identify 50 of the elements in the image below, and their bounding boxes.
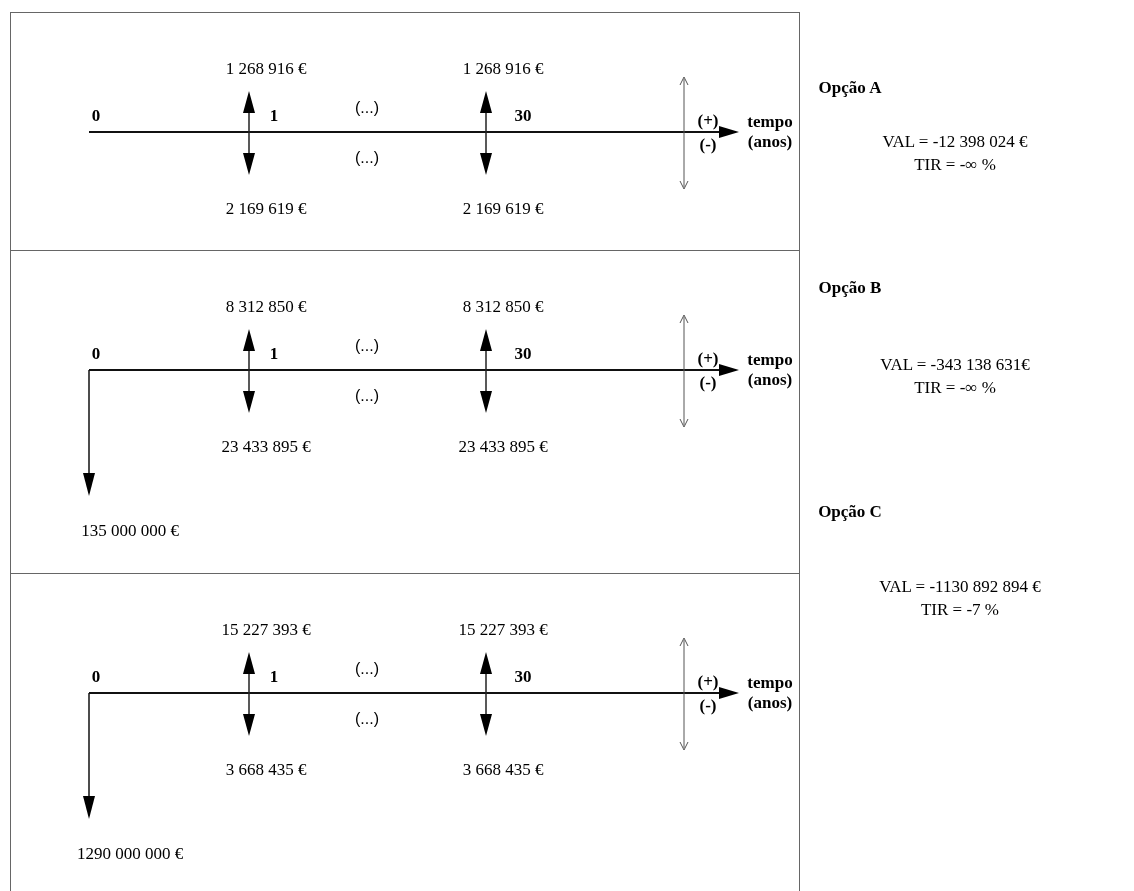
ellipsis-label: (...) (355, 148, 379, 168)
amount-label: 2 169 619 € (462, 199, 544, 219)
amount-label: 15 227 393 € (221, 620, 311, 640)
irr-value: TIR = -∞ % (914, 155, 996, 175)
irr-value: TIR = -∞ % (914, 378, 996, 398)
amount-label: 1 268 916 € (225, 59, 307, 79)
year-label: 1 (269, 106, 279, 126)
year-label: 30 (514, 106, 532, 126)
npv-value: VAL = -1130 892 894 € (879, 577, 1041, 597)
npv-value: VAL = -343 138 631€ (880, 355, 1030, 375)
ellipsis-label: (...) (355, 659, 379, 679)
amount-label: 23 433 895 € (458, 437, 548, 457)
panel-box (10, 12, 800, 251)
amount-label: 23 433 895 € (221, 437, 311, 457)
sign-label: (+) (697, 672, 719, 692)
option-title: Opção C (818, 502, 882, 522)
amount-label: 135 000 000 € (81, 521, 179, 541)
npv-value: VAL = -12 398 024 € (882, 132, 1028, 152)
sign-label: (+) (697, 349, 719, 369)
year-label: 0 (91, 344, 101, 364)
amount-label: 1 268 916 € (462, 59, 544, 79)
panel-box (10, 573, 800, 891)
sign-label: (-) (699, 696, 717, 716)
option-title: Opção B (818, 278, 882, 298)
axis-label: tempo (anos) (746, 112, 794, 152)
year-label: 0 (91, 106, 101, 126)
axis-label: tempo (anos) (746, 350, 794, 390)
irr-value: TIR = -7 % (921, 600, 999, 620)
year-label: 0 (91, 667, 101, 687)
ellipsis-label: (...) (355, 386, 379, 406)
year-label: 30 (514, 344, 532, 364)
sign-label: (-) (699, 135, 717, 155)
option-title: Opção A (818, 78, 882, 98)
amount-label: 8 312 850 € (462, 297, 544, 317)
ellipsis-label: (...) (355, 709, 379, 729)
year-label: 1 (269, 344, 279, 364)
amount-label: 1290 000 000 € (76, 844, 184, 864)
ellipsis-label: (...) (355, 336, 379, 356)
sign-label: (+) (697, 111, 719, 131)
year-label: 1 (269, 667, 279, 687)
year-label: 30 (514, 667, 532, 687)
amount-label: 3 668 435 € (225, 760, 307, 780)
sign-label: (-) (699, 373, 717, 393)
amount-label: 15 227 393 € (458, 620, 548, 640)
amount-label: 2 169 619 € (225, 199, 307, 219)
panel-box (10, 250, 800, 574)
amount-label: 3 668 435 € (462, 760, 544, 780)
amount-label: 8 312 850 € (225, 297, 307, 317)
ellipsis-label: (...) (355, 98, 379, 118)
axis-label: tempo (anos) (746, 673, 794, 713)
